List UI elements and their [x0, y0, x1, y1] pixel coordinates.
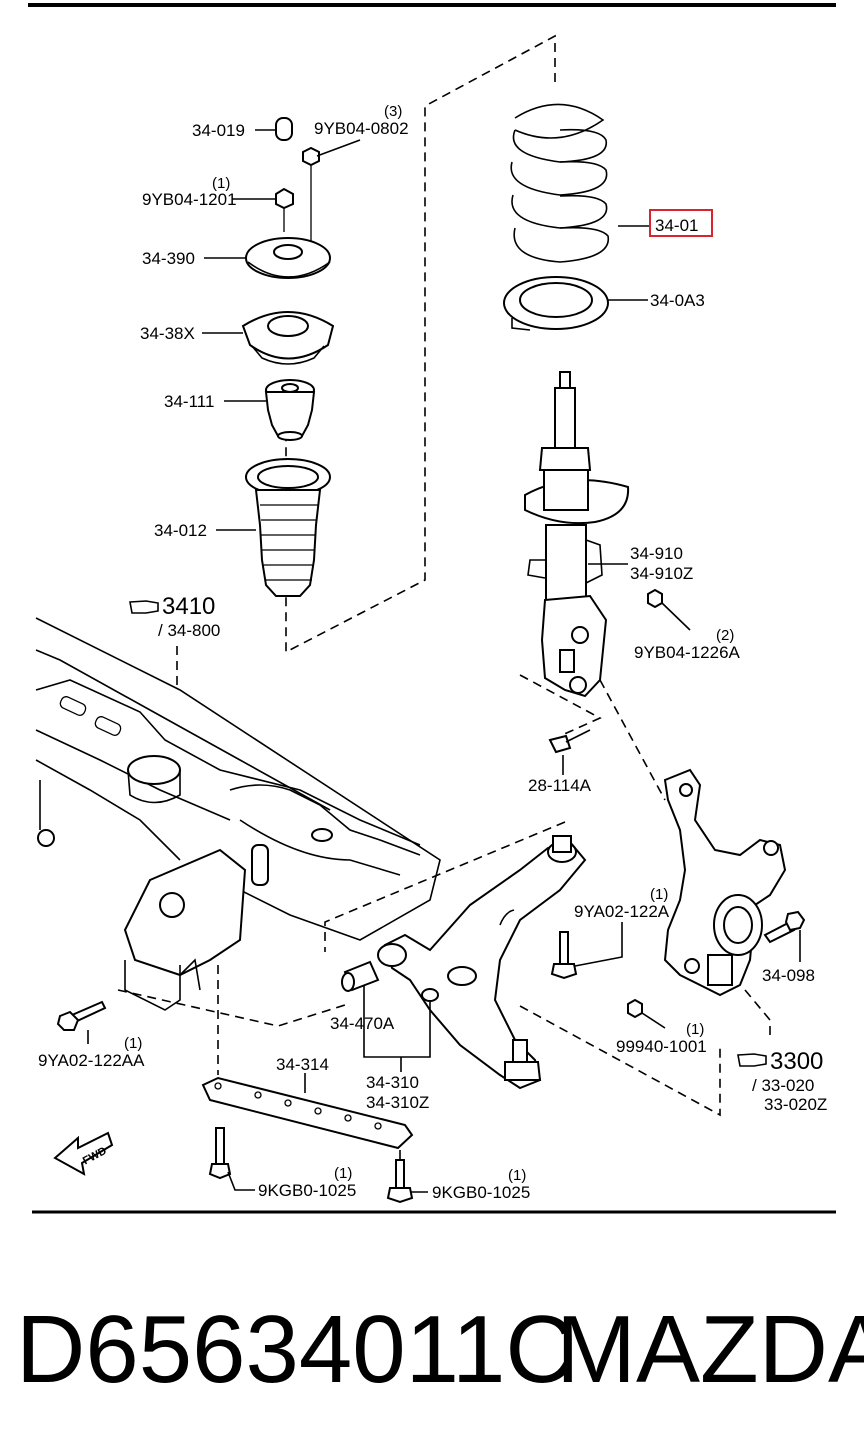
- part-label: 34-111: [164, 392, 214, 411]
- coil-spring: [510, 103, 609, 263]
- part-label: 9YB04-0802: [314, 119, 409, 138]
- part-labels: 34-019 9YB04-0802 (3) 9YB04-1201 (1) 34-…: [38, 103, 827, 1202]
- quantity-label: (2): [716, 627, 734, 644]
- part-label: 9YB04-1201: [142, 190, 237, 209]
- footer-title: D65634011C MAZDA: [0, 1290, 864, 1410]
- part-label: 34-01: [655, 216, 698, 235]
- highlight-box: [649, 209, 713, 237]
- part-label: 9KGB0-1025: [258, 1181, 356, 1200]
- part-label: 28-114A: [528, 776, 592, 795]
- bracket-plate: [201, 1076, 414, 1150]
- strut-assembly: [524, 371, 630, 698]
- brand-name: MAZDA: [556, 1296, 864, 1403]
- part-label: 33-020Z: [764, 1095, 827, 1114]
- fwd-arrow-icon: FWD: [53, 1131, 114, 1176]
- part-label: 34-910: [630, 544, 683, 563]
- part-label: 34-910Z: [630, 564, 693, 583]
- quantity-label: (1): [686, 1021, 704, 1038]
- part-label: 34-012: [154, 521, 207, 540]
- part-label: 34-390: [142, 249, 195, 268]
- quantity-label: (1): [650, 886, 668, 903]
- part-label: 34-38X: [140, 324, 195, 343]
- part-label: 9KGB0-1025: [432, 1183, 530, 1202]
- part-label: / 34-800: [158, 621, 220, 640]
- section-reference: 3300: [770, 1048, 823, 1075]
- bolts: [56, 910, 806, 1204]
- spring-seat: [503, 276, 609, 331]
- assembly-guide-lines: [117, 34, 771, 1160]
- part-label: 34-0A3: [650, 291, 705, 310]
- quantity-label: (1): [508, 1167, 526, 1184]
- lower-control-arm: [341, 835, 587, 1090]
- part-label: 34-098: [762, 966, 815, 985]
- part-label: 34-310: [366, 1073, 419, 1092]
- part-label: 34-470A: [330, 1014, 395, 1033]
- quantity-label: (1): [124, 1035, 142, 1052]
- steering-knuckle: [663, 768, 787, 997]
- part-label: / 33-020: [752, 1076, 814, 1095]
- part-label: 34-310Z: [366, 1093, 429, 1112]
- part-label: 34-314: [276, 1055, 329, 1074]
- crossmember: [35, 617, 441, 1011]
- part-label: 9YA02-122AA: [38, 1051, 145, 1070]
- part-label: 9YB04-1226A: [634, 643, 741, 662]
- strut-mount-stack: [241, 117, 335, 597]
- part-label: 99940-1001: [616, 1037, 707, 1056]
- quantity-label: (1): [212, 175, 230, 192]
- pointing-hand-icon: [737, 1053, 767, 1067]
- pointing-hand-icon: [129, 600, 159, 614]
- part-label: 9YA02-122A: [574, 902, 670, 921]
- leader-lines: [87, 129, 801, 1193]
- part-number: D65634011C: [16, 1296, 575, 1403]
- quantity-label: (3): [384, 103, 402, 120]
- section-reference: 3410: [162, 593, 215, 620]
- quantity-label: (1): [334, 1165, 352, 1182]
- part-label: 34-019: [192, 121, 245, 140]
